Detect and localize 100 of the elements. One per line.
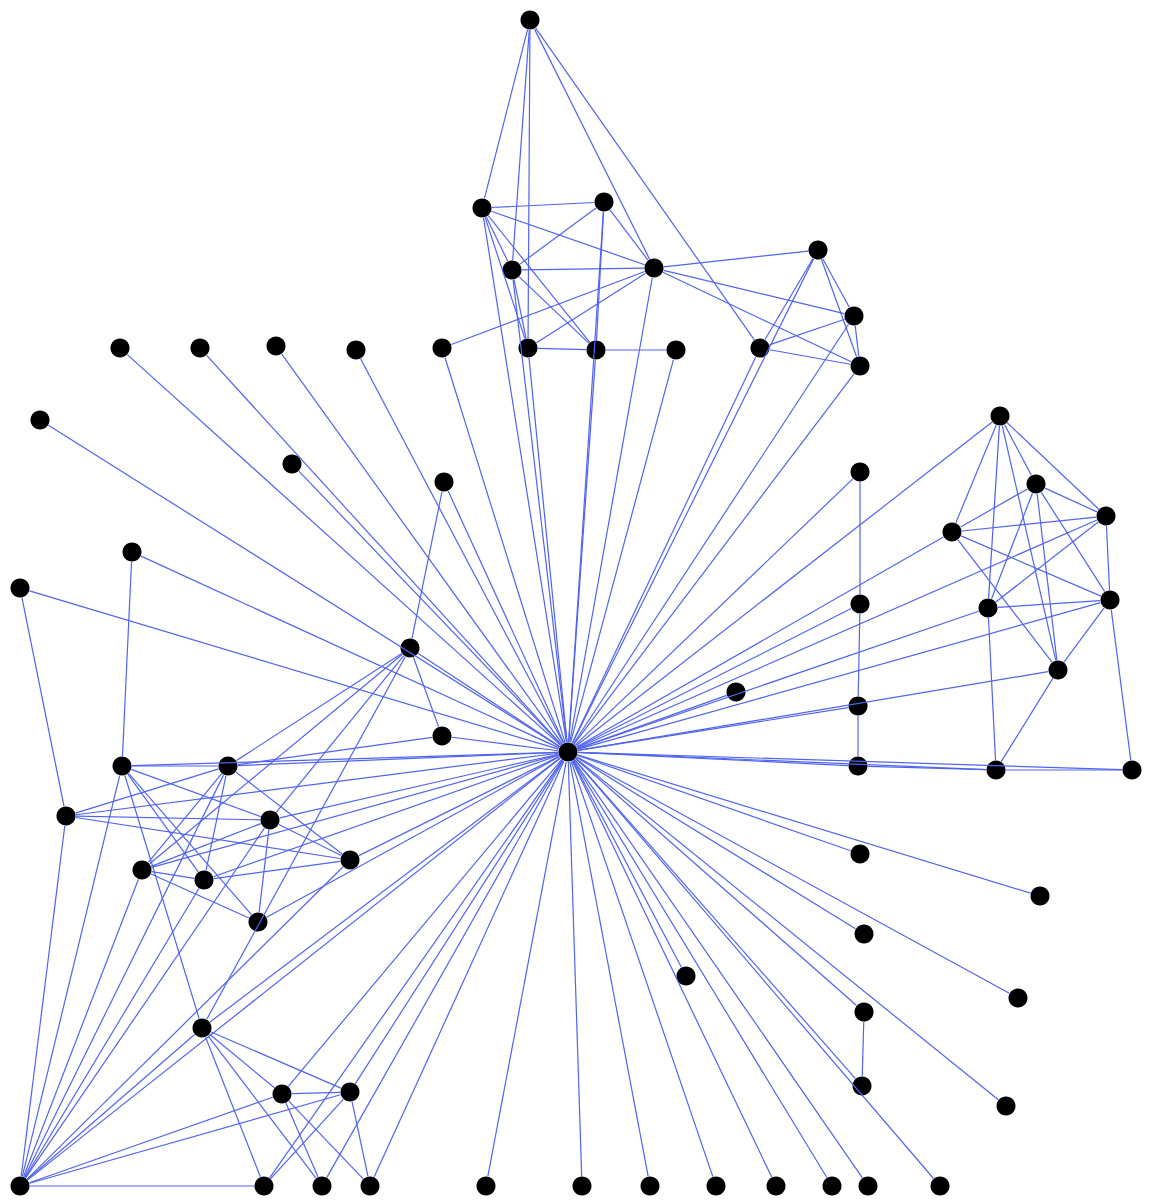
edge-line	[997, 600, 1101, 608]
edge-line	[483, 29, 529, 199]
edge-line	[354, 759, 564, 1085]
graph-node	[400, 638, 420, 658]
edge-line	[23, 774, 225, 1178]
edge-line	[1005, 769, 1123, 771]
graph-node	[260, 810, 280, 830]
graph-node	[586, 340, 606, 360]
edge-line	[29, 1185, 255, 1187]
graph-node	[194, 870, 214, 890]
edge-line	[151, 871, 195, 880]
graph-node	[476, 1176, 496, 1196]
edge-line	[857, 715, 859, 757]
edge-line	[535, 272, 647, 344]
edge-line	[988, 425, 1000, 599]
graph-node	[502, 260, 522, 280]
edge-line	[358, 755, 560, 857]
graph-node	[1026, 474, 1046, 494]
graph-node	[312, 1176, 332, 1196]
edge-line	[235, 771, 343, 855]
graph-node	[990, 406, 1010, 426]
edge-line	[991, 492, 1034, 600]
edge-line	[22, 878, 140, 1178]
graph-node	[854, 924, 874, 944]
edge-line	[28, 1096, 274, 1184]
graph-node	[10, 578, 30, 598]
edge-line	[28, 1094, 342, 1184]
edge-line	[1110, 609, 1132, 761]
graph-node	[266, 336, 286, 356]
graph-node	[850, 594, 870, 614]
edge-line	[768, 318, 846, 346]
edge-line	[1063, 607, 1105, 663]
graph-node	[572, 1176, 592, 1196]
edge-line	[26, 866, 344, 1180]
edge-line	[237, 751, 559, 767]
edge-line	[576, 607, 852, 749]
edge-line	[960, 535, 1102, 597]
graph-node	[1048, 660, 1068, 680]
graph-node	[218, 756, 238, 776]
edge-line	[574, 757, 858, 1007]
edge-line	[535, 27, 755, 341]
edge-line	[27, 757, 561, 1181]
graph-node	[850, 844, 870, 864]
edge-line	[75, 752, 559, 816]
edge-line	[987, 617, 997, 761]
edge-line	[1006, 422, 1100, 510]
edge-line	[212, 754, 560, 878]
edge-line	[861, 1021, 865, 1077]
edge-line	[960, 488, 1028, 528]
edge-line	[351, 1101, 369, 1177]
graph-node	[822, 1176, 842, 1196]
graph-node	[750, 338, 770, 358]
graph-node	[132, 860, 152, 880]
graph-node	[346, 340, 366, 360]
edge-line	[127, 772, 253, 916]
graph-node	[640, 1176, 660, 1196]
edge-line	[205, 775, 227, 871]
graph-node	[360, 1176, 380, 1196]
graph-node	[432, 726, 452, 746]
edge-line	[298, 470, 562, 746]
edge-line	[576, 519, 1098, 749]
edge-line	[995, 521, 1099, 603]
edge-line	[1040, 491, 1106, 593]
graph-node	[122, 542, 142, 562]
edge-line	[131, 765, 219, 767]
edge-line	[485, 216, 509, 262]
edge-line	[206, 656, 406, 1020]
edge-line	[275, 655, 405, 813]
edge-line	[571, 356, 757, 744]
graph-node	[282, 454, 302, 474]
edge-line	[519, 207, 597, 265]
graph-node	[848, 756, 868, 776]
edge-line	[764, 257, 814, 341]
edge-line	[521, 267, 645, 271]
edge-line	[213, 860, 341, 880]
edge-line	[567, 761, 583, 1177]
graph-node	[30, 410, 50, 430]
edge-line	[577, 706, 849, 752]
edge-line	[570, 760, 714, 1178]
graph-node	[666, 340, 686, 360]
edge-line	[663, 269, 845, 315]
edge-line	[285, 1102, 319, 1178]
edge-line	[769, 349, 851, 365]
edge-line	[576, 754, 1032, 894]
edge-line	[21, 775, 121, 1177]
edge-line	[663, 250, 809, 268]
edge-line	[210, 1031, 342, 1089]
graph-node	[854, 1002, 874, 1022]
graph-node	[558, 742, 578, 762]
edge-line	[74, 768, 220, 814]
edge-line	[360, 358, 564, 744]
edge-line	[573, 758, 935, 1180]
graph-node	[848, 696, 868, 716]
edge-line	[576, 754, 852, 852]
edge-line	[291, 1091, 341, 1095]
edge-line	[209, 1033, 275, 1089]
edge-line	[451, 736, 559, 752]
edge-line	[577, 671, 1049, 751]
edge-line	[574, 478, 854, 746]
edge-line	[662, 271, 852, 363]
